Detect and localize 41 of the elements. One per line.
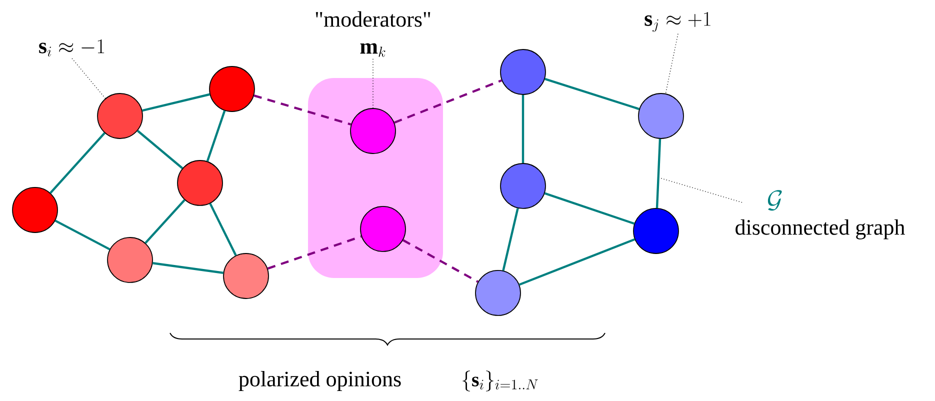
- graph-edge: [656, 138, 662, 208]
- leader-line: [72, 58, 106, 99]
- leader-line: [372, 58, 374, 108]
- graph-node: [638, 93, 684, 139]
- leader-line: [665, 33, 678, 94]
- graph-node: [107, 237, 153, 283]
- dashed-link: [402, 239, 478, 283]
- text-label: "moderators" $\mathbf{m}_k$: [316, 11, 430, 57]
- text-label: $\mathbf{s}_j \approx +1$: [644, 12, 710, 32]
- graph-edge: [518, 238, 636, 286]
- leader-line: [660, 178, 742, 203]
- graph-edge: [152, 262, 224, 274]
- dashed-link: [394, 79, 502, 124]
- graph-node: [500, 49, 546, 95]
- graph-edge: [50, 132, 106, 194]
- graph-edge: [209, 203, 237, 256]
- graph-node: [223, 253, 269, 299]
- graph-node: [209, 66, 255, 112]
- graph-node: [97, 93, 143, 139]
- text-label: $\mathcal{G}$ disconnected graph: [736, 190, 905, 240]
- graph-edge: [522, 94, 524, 164]
- graph-edge: [502, 208, 519, 271]
- dashed-link: [267, 235, 362, 270]
- graph-edge: [544, 192, 635, 225]
- graph-node: [177, 160, 223, 206]
- graph-node: [350, 108, 396, 154]
- graph-node: [475, 270, 521, 316]
- graph-node: [633, 208, 679, 254]
- caption-formula: $\{\mathbf{s}_i\}_{i=1..N}$: [462, 370, 538, 392]
- graph-node: [12, 187, 58, 233]
- graph-edge: [206, 110, 226, 162]
- caption-text: polarized opinions: [238, 371, 401, 391]
- graph-node: [500, 163, 546, 209]
- graph-node: [360, 206, 406, 252]
- text-label: $\mathbf{s}_i \approx -1$: [39, 39, 104, 56]
- graph-edge: [136, 130, 184, 170]
- graph-edge: [544, 78, 640, 110]
- graph-edge: [54, 220, 110, 250]
- graph-edge: [142, 93, 210, 112]
- dashed-link: [254, 94, 352, 126]
- graph-edge: [144, 199, 186, 244]
